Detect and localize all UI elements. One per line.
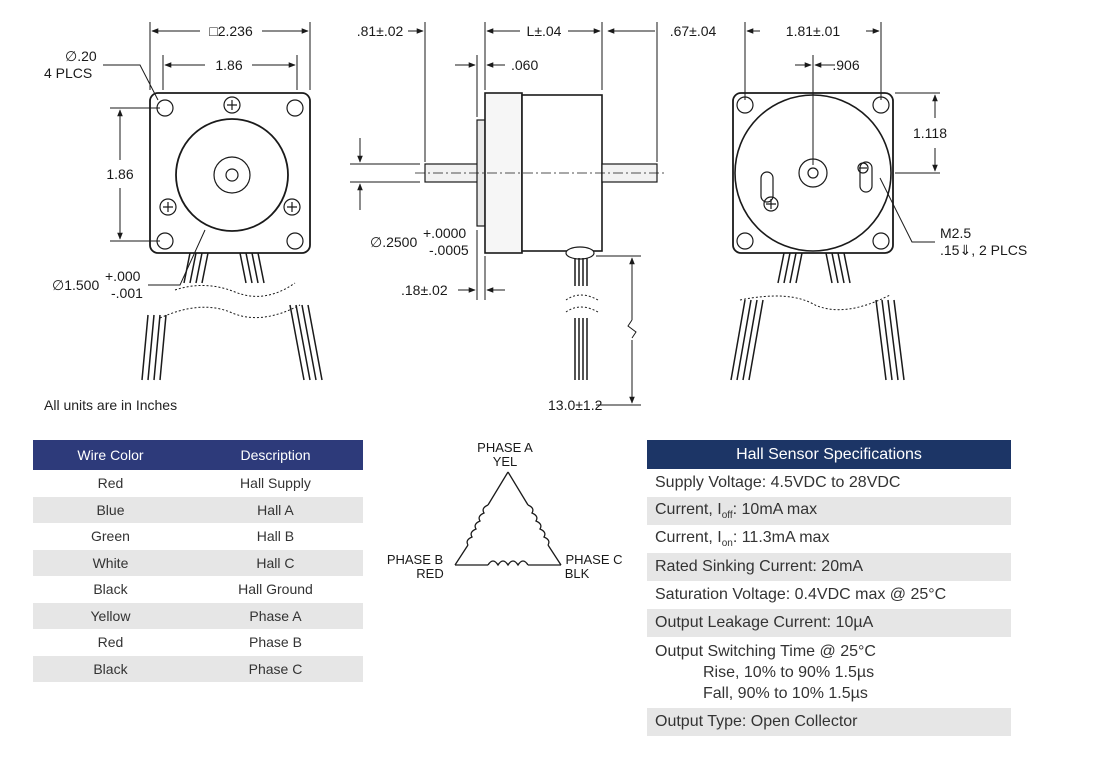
spec-row: Current, Ion: 11.3mA max [647,525,1011,554]
spec-supply-voltage: Supply Voltage: 4.5VDC to 28VDC [647,469,1011,497]
spec-switching-time: Output Switching Time @ 25°C Rise, 10% t… [647,637,1011,709]
spec-leakage-current: Output Leakage Current: 10µA [647,609,1011,638]
dim-side-flange: .060 [511,57,538,73]
description-cell: Hall Supply [187,470,363,497]
dim-front-bolt: 1.86 [215,57,242,73]
spec-ion-prefix: Current, I [655,529,722,547]
description-cell: Phase B [187,629,363,656]
description-cell: Hall B [187,523,363,550]
spec-ion-suffix: : 11.3mA max [732,529,830,547]
description-cell: Hall Ground [187,576,363,603]
spec-output-type: Output Type: Open Collector [647,708,1011,737]
dim-rear-height: 1.118 [913,125,947,141]
phase-c-name: PHASE C [565,552,622,567]
spec-current-on: Current, Ion: 11.3mA max [647,525,1011,554]
dim-hole-dia: ∅.20 [65,48,97,64]
phase-diagram [454,471,562,567]
wire-color-cell: Red [33,629,188,656]
spec-ioff-sub: off [721,510,733,522]
units-note: All units are in Inches [44,397,178,413]
phase-a-name: PHASE A [477,440,533,455]
spec-sinking-current: Rated Sinking Current: 20mA [647,553,1011,582]
spec-row: Supply Voltage: 4.5VDC to 28VDC [647,469,1011,497]
hall-spec-title: Hall Sensor Specifications [647,440,1011,469]
description-cell: Phase A [187,602,363,629]
dim-side-pilot: .18±.02 [401,282,448,298]
dim-side-right: .67±.04 [670,23,717,39]
wire-color-cell: Black [33,655,188,682]
phase-b-color: RED [416,566,443,581]
phase-c-color: BLK [565,566,590,581]
phase-b-name: PHASE B [387,552,443,567]
spec-row: Output Type: Open Collector [647,708,1011,737]
table-header-row: Wire Color Description [33,440,363,470]
wire-color-cell: Green [33,523,188,550]
description-cell: Phase C [187,655,363,682]
spec-ion-sub: on [721,538,733,550]
dim-side-length: L±.04 [527,23,562,39]
wire-color-cell: Blue [33,496,188,523]
hall-sensor-spec-table: Hall Sensor Specifications Supply Voltag… [647,440,1011,737]
spec-ioff-prefix: Current, I [655,501,722,518]
rear-dimensions [744,22,940,243]
spec-fall-time: Fall, 90% to 10% 1.5µs [703,685,868,703]
rear-view [730,92,905,381]
spec-row: Current, Ioff: 10mA max [647,497,1011,526]
spec-row: Saturation Voltage: 0.4VDC max @ 25°C [647,581,1011,610]
dim-pilot-tol-plus: +.000 [105,268,141,284]
col-header-wire-color: Wire Color [33,440,188,470]
spec-saturation-voltage: Saturation Voltage: 0.4VDC max @ 25°C [647,581,1011,610]
dim-hole-count: 4 PLCS [44,65,92,81]
phase-labels: PHASE A YEL PHASE B RED PHASE C BLK [387,440,623,581]
spec-row: Output Switching Time @ 25°C Rise, 10% t… [647,637,1011,709]
dim-side-left: .81±.02 [357,23,404,39]
phase-a-color: YEL [493,454,518,469]
dim-front-height: 1.86 [106,166,133,182]
description-cell: Hall C [187,549,363,576]
spec-row: Output Leakage Current: 10µA [647,609,1011,638]
side-dimensions [350,22,658,406]
spec-current-off: Current, Ioff: 10mA max [647,497,1011,526]
wire-color-cell: Black [33,576,188,603]
wire-color-cell: Yellow [33,602,188,629]
spec-row: Rated Sinking Current: 20mA [647,553,1011,582]
dim-rear-center: .906 [832,57,859,73]
dim-rear-width: 1.81±.01 [786,23,841,39]
spec-ioff-suffix: : 10mA max [732,501,818,518]
wire-color-cell: White [33,549,188,576]
dim-shaft-dia: ∅.2500 [370,234,417,250]
dim-rear-screw: M2.5 [940,225,971,241]
dim-pilot-dia: ∅1.500 [52,277,99,293]
table-header-row: Hall Sensor Specifications [647,440,1011,469]
front-dimensions [103,22,311,286]
dim-front-square: □2.236 [209,23,253,39]
wire-color-cell: Red [33,470,188,497]
front-view [141,92,323,381]
dim-rear-screw-spec: .15⇓, 2 PLCS [940,242,1027,258]
description-cell: Hall A [187,496,363,523]
spec-switching-title: Output Switching Time @ 25°C [655,643,876,661]
dim-shaft-tol-minus: -.0005 [429,242,469,258]
side-view [415,92,665,380]
dim-shaft-tol-plus: +.0000 [423,225,466,241]
dim-lead-length: 13.0±1.2 [548,397,603,413]
spec-rise-time: Rise, 10% to 90% 1.5µs [703,664,875,682]
dim-pilot-tol-minus: -.001 [111,285,143,301]
dimension-labels: □2.236 1.86 1.86 ∅.20 4 PLCS ∅1.500 +.00… [44,23,1027,413]
col-header-description: Description [187,440,363,470]
